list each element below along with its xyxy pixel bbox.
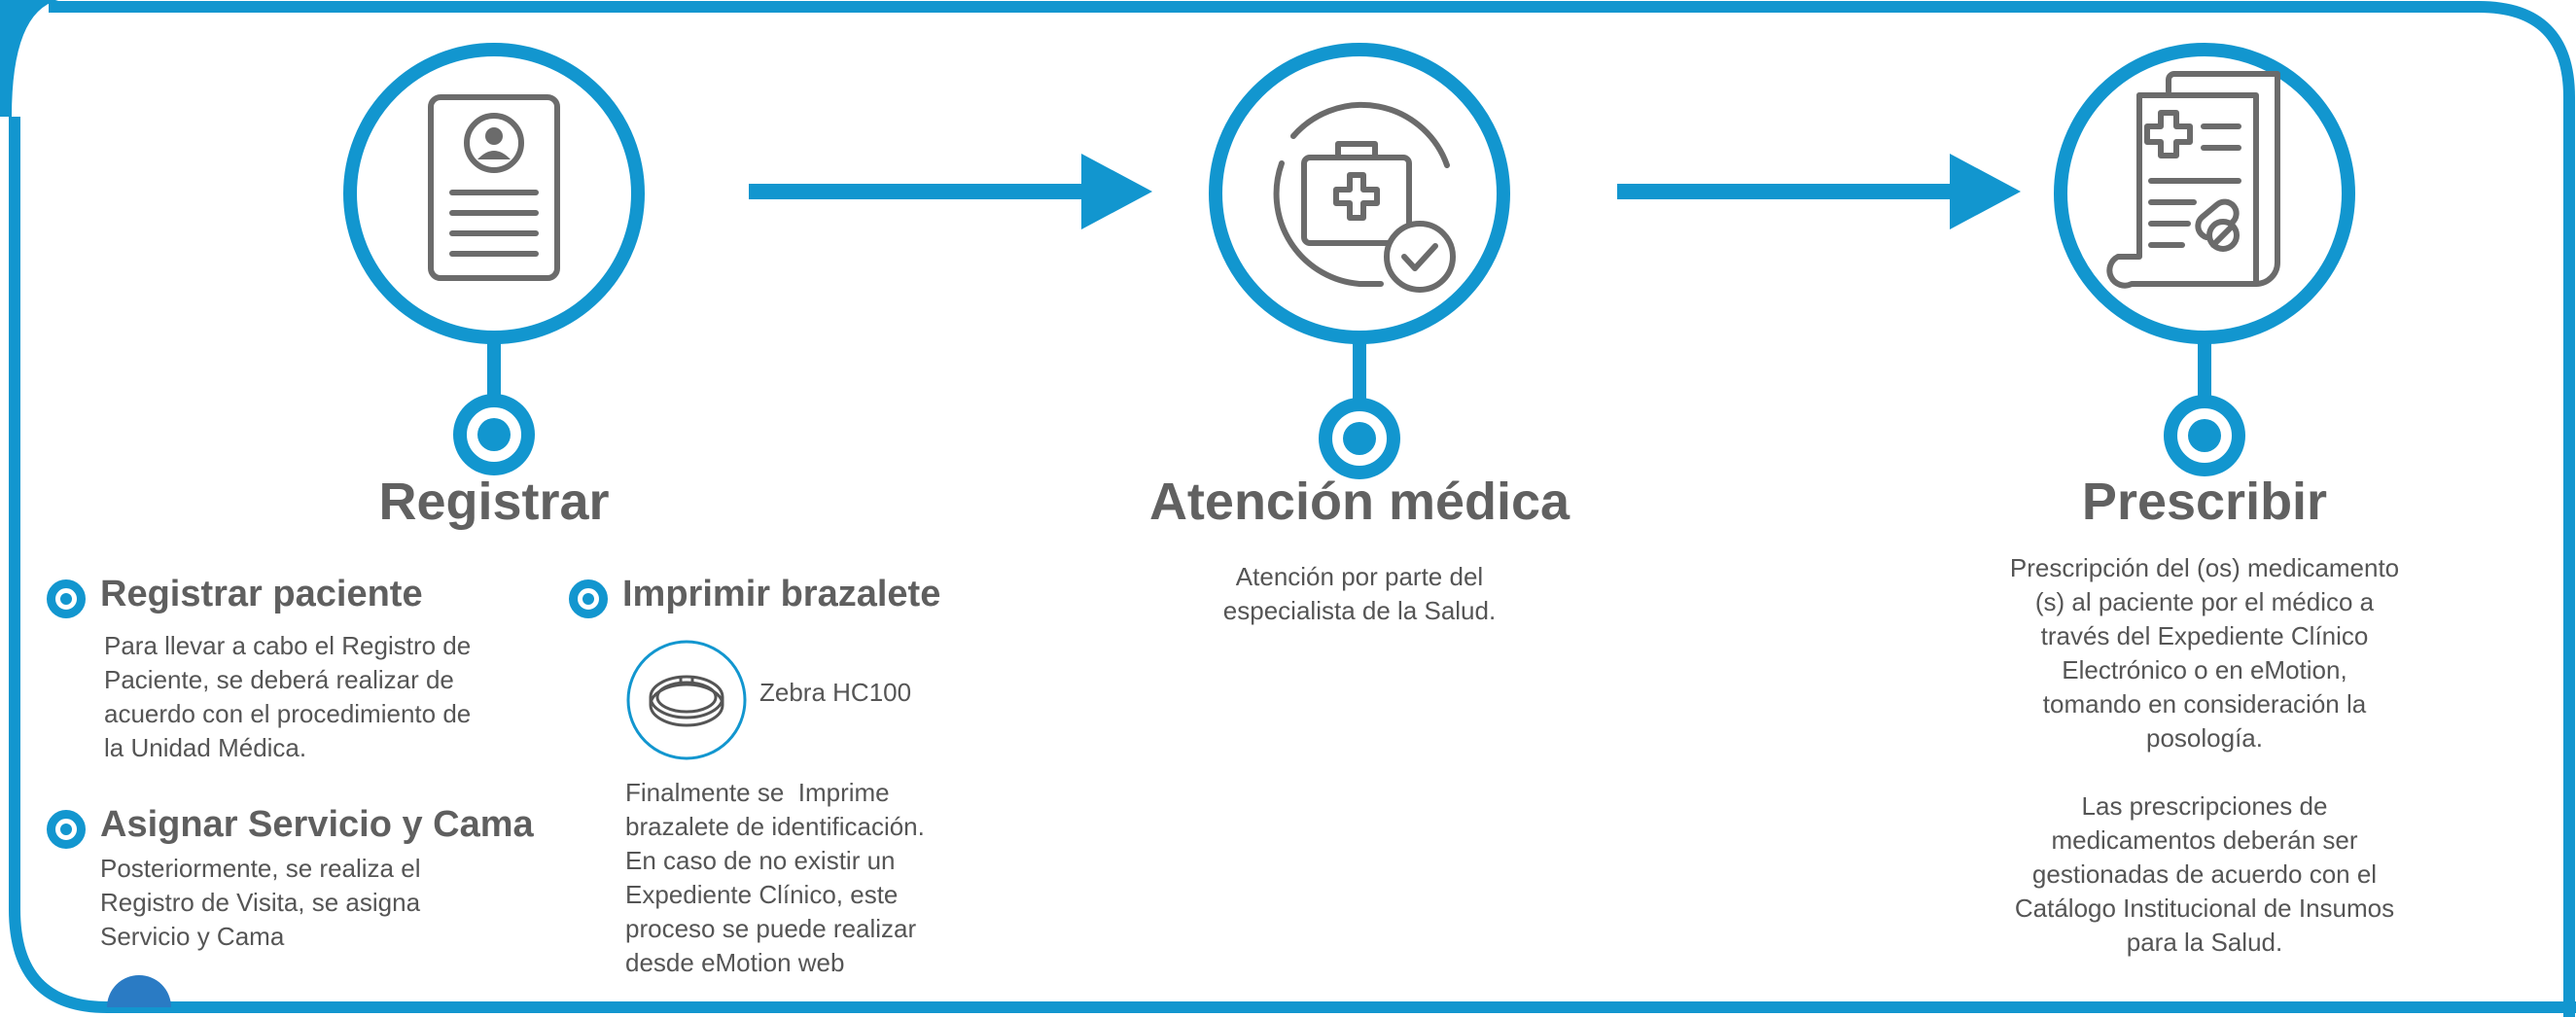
stage-3-graphic	[2054, 43, 2355, 476]
stage-title-atencion: Atención médica	[1148, 473, 1570, 531]
corner-dot	[107, 975, 171, 1007]
step-text-registrar-paciente: Para llevar a cabo el Registro de Pacien…	[104, 631, 472, 762]
stage-note-prescribir: Las prescripciones de medicamentos deber…	[2014, 791, 2395, 957]
step-text-imprimir-brazalete: Finalmente se Imprime brazalete de ident…	[625, 778, 925, 977]
bracelet-icon	[626, 640, 747, 760]
arrow-2	[1617, 154, 2021, 229]
stage-title-prescribir: Prescribir	[2081, 473, 2328, 531]
bullet-icon	[47, 579, 86, 618]
stage-description-atencion: Atención por parte del especialista de l…	[1222, 562, 1497, 625]
step-title-asignar-servicio: Asignar Servicio y Cama	[100, 804, 534, 845]
arrow-1	[749, 154, 1152, 229]
stage-title-registrar: Registrar	[378, 473, 610, 531]
step-title-registrar-paciente: Registrar paciente	[100, 574, 423, 614]
stage-1-graphic	[343, 43, 645, 475]
step-text-asignar-servicio: Posteriormente, se realiza el Registro d…	[100, 854, 421, 951]
prescription-document-icon	[2106, 71, 2280, 289]
patient-record-icon	[428, 94, 560, 281]
bullet-icon	[47, 810, 86, 849]
bullet-icon	[569, 579, 608, 618]
stage-2-graphic	[1209, 43, 1510, 479]
stage-description-prescribir: Prescripción del (os) medicamento (s) al…	[2009, 553, 2400, 753]
medical-kit-check-icon	[1273, 101, 1456, 293]
step-title-imprimir-brazalete: Imprimir brazalete	[622, 574, 941, 614]
frame-corner-tab	[0, 0, 58, 117]
frame-border	[9, 1, 2576, 1017]
device-label-zebra: Zebra HC100	[759, 678, 912, 707]
